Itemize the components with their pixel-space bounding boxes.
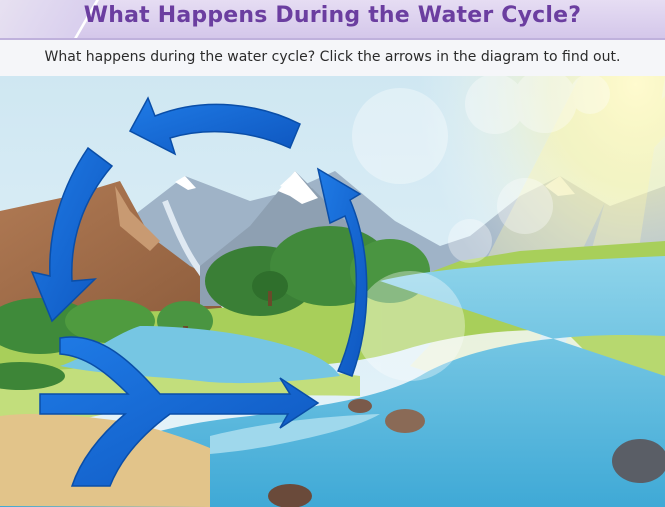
- header-bar: What Happens During the Water Cycle?: [0, 0, 665, 40]
- water-cycle-illustration: [0, 76, 665, 507]
- precipitation-arrow[interactable]: [30, 146, 114, 323]
- evaporation-arrow[interactable]: [316, 167, 368, 377]
- water-cycle-diagram: [0, 76, 665, 507]
- instructions-text: What happens during the water cycle? Cli…: [44, 49, 621, 65]
- instructions-bar: What happens during the water cycle? Cli…: [0, 40, 665, 76]
- page-title: What Happens During the Water Cycle?: [83, 3, 582, 28]
- rocks: [268, 399, 665, 507]
- light-bokeh: [352, 76, 610, 381]
- collection-arrow[interactable]: [39, 336, 320, 487]
- condensation-arrow[interactable]: [128, 96, 301, 156]
